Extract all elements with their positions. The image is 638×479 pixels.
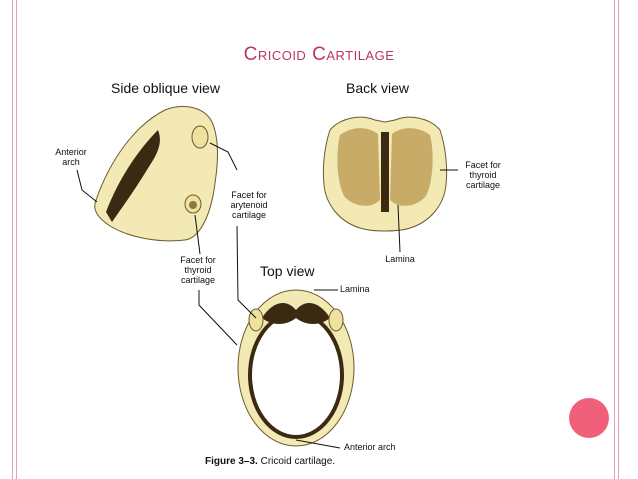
figure-number: Figure 3–3. bbox=[205, 456, 258, 467]
lamina-top-label: Lamina bbox=[340, 284, 380, 294]
facet-arytenoid-label: Facet for arytenoid cartilage bbox=[224, 190, 274, 220]
side-oblique-view-label: Side oblique view bbox=[111, 80, 220, 96]
anterior-arch-label: Anterior arch bbox=[52, 147, 90, 167]
anterior-arch-top-label: Anterior arch bbox=[344, 442, 424, 452]
facet-thyroid-side-label: Facet for thyroid cartilage bbox=[172, 255, 224, 285]
decorative-circle bbox=[569, 398, 609, 438]
top-view-label: Top view bbox=[260, 263, 314, 279]
back-view-label: Back view bbox=[346, 80, 409, 96]
figure-caption-text: Cricoid cartilage. bbox=[261, 456, 335, 467]
facet-thyroid-back-label: Facet for thyroid cartilage bbox=[458, 160, 508, 190]
lamina-back-label: Lamina bbox=[380, 254, 420, 264]
side-oblique-cartilage bbox=[95, 106, 218, 240]
back-view-cartilage bbox=[323, 117, 446, 231]
figure-caption: Figure 3–3. Cricoid cartilage. bbox=[205, 456, 335, 467]
top-view-cartilage bbox=[238, 290, 354, 446]
